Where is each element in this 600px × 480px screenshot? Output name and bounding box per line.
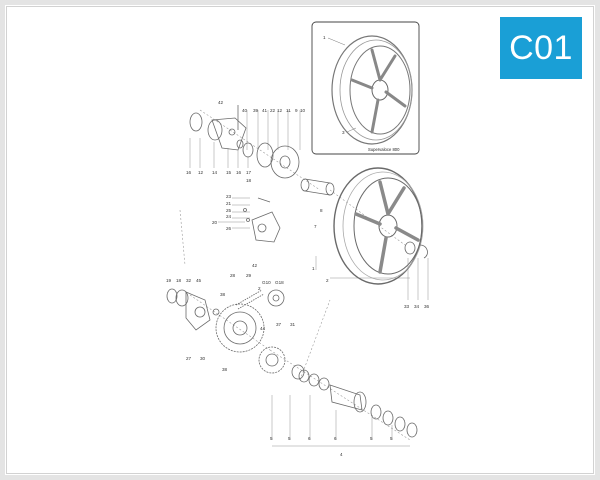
label: 15 xyxy=(226,170,232,175)
inset-label-1: 1 xyxy=(323,35,326,40)
axle-bearing-group xyxy=(298,369,418,438)
label: 20 xyxy=(212,220,218,225)
label: 28 xyxy=(230,273,236,278)
label: 14 xyxy=(212,170,218,175)
label: 30 xyxy=(200,356,206,361)
brake-carrier-group xyxy=(189,105,300,179)
label: 22 xyxy=(270,108,276,113)
label: 31 xyxy=(290,322,296,327)
hub-left-group xyxy=(166,288,220,331)
label: 10 xyxy=(300,108,306,113)
assembly-lines xyxy=(179,109,411,441)
label: 9 xyxy=(295,108,298,113)
label: 12 xyxy=(198,170,204,175)
label: 12 xyxy=(277,108,283,113)
label: 45 xyxy=(196,278,202,283)
label: 33 xyxy=(404,304,410,309)
label: 27 xyxy=(186,356,192,361)
label: 24 xyxy=(226,214,232,219)
part-labels: 42 40 39 41 22 12 11 9 10 16 12 14 15 16… xyxy=(166,100,430,457)
label: 25 xyxy=(226,208,232,213)
label: 39 xyxy=(253,108,259,113)
label: 21 xyxy=(226,201,232,206)
label: 40 xyxy=(242,108,248,113)
label: 4 xyxy=(340,452,343,457)
label: 1 xyxy=(312,266,315,271)
label: 44 xyxy=(260,326,266,331)
label: 16 xyxy=(186,170,192,175)
section-code-badge: C01 xyxy=(500,17,582,79)
label: 18 xyxy=(176,278,182,283)
label: G10 xyxy=(262,280,271,285)
rear-wheel xyxy=(333,167,428,285)
inset-wheel-view: 1 3 Supervaloce 800 xyxy=(311,21,420,155)
label: 19 xyxy=(166,278,172,283)
label: 5 xyxy=(288,436,291,441)
cush-drive-group xyxy=(258,346,305,380)
label: 5 xyxy=(370,436,373,441)
label: 37 xyxy=(276,322,282,327)
label: 23 xyxy=(226,194,232,199)
label: 42 xyxy=(252,263,258,268)
inset-label-3: 3 xyxy=(342,130,345,135)
label: 7 xyxy=(314,224,317,229)
label: 26 xyxy=(226,226,232,231)
label: G18 xyxy=(275,280,284,285)
label: 8 xyxy=(320,208,323,213)
label: 32 xyxy=(186,278,192,283)
label: 41 xyxy=(262,108,268,113)
diagram-panel xyxy=(6,6,594,474)
label: 11 xyxy=(286,108,291,113)
label: 29 xyxy=(246,273,252,278)
inset-caption: Supervaloce 800 xyxy=(368,147,400,152)
sprocket-chain-group xyxy=(215,289,285,353)
label: 6 xyxy=(308,436,311,441)
label: 5 xyxy=(390,436,393,441)
label: 36 xyxy=(424,304,430,309)
label: 2 xyxy=(326,278,329,283)
label: 18 xyxy=(246,178,252,183)
label: 38 xyxy=(222,367,228,372)
label: 38 xyxy=(220,292,226,297)
label: 6 xyxy=(334,436,337,441)
label: 2 xyxy=(258,286,261,291)
label: 5 xyxy=(270,436,273,441)
label: 17 xyxy=(246,170,252,175)
caliper-group xyxy=(243,197,281,243)
axle-spacer xyxy=(300,178,335,196)
label: 42 xyxy=(218,100,224,105)
label: 16 xyxy=(236,170,242,175)
label: 34 xyxy=(414,304,420,309)
label-leaders xyxy=(189,110,429,447)
